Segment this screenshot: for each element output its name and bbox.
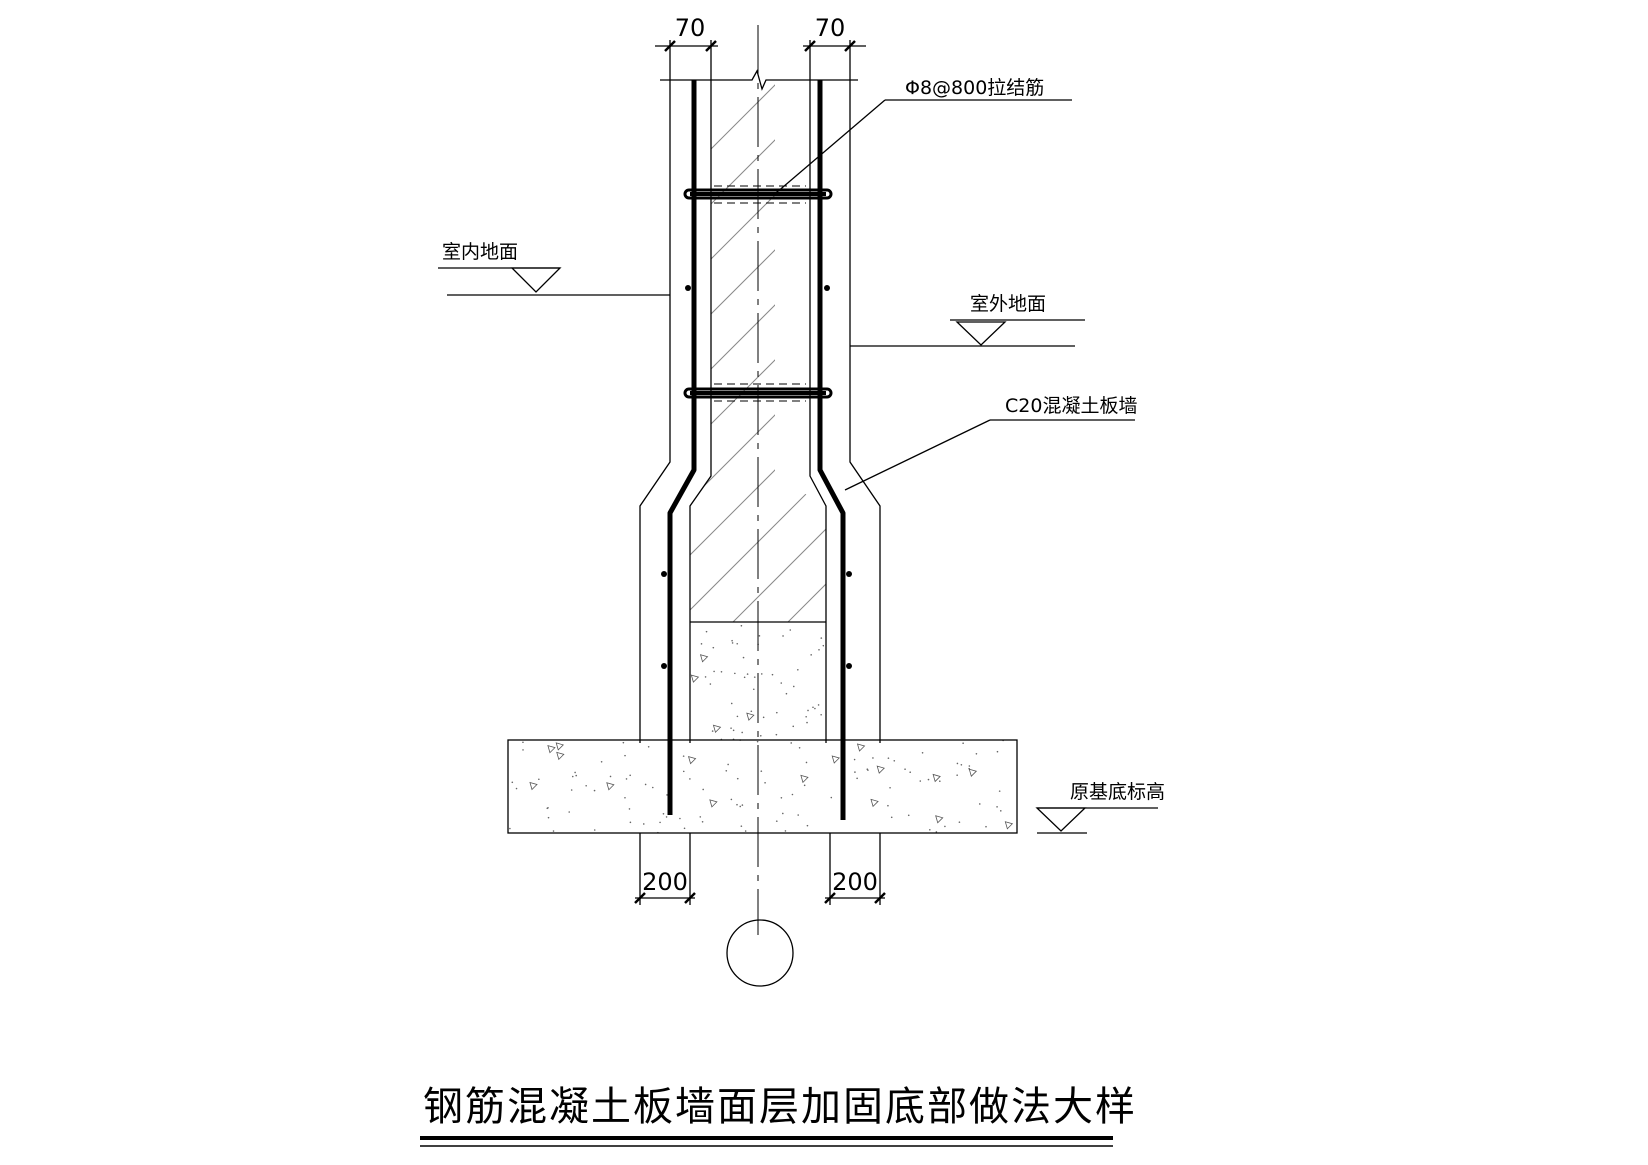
svg-text:C20混凝土板墙: C20混凝土板墙 <box>1005 395 1137 417</box>
base-elevation-mark: 原基底标高 <box>1035 781 1165 834</box>
tie-bar-callout: Φ8@800拉结筋 <box>775 77 1072 194</box>
rebar-dots <box>661 285 852 669</box>
brick-wall-hatch <box>690 83 826 622</box>
svg-text:Φ8@800拉结筋: Φ8@800拉结筋 <box>905 77 1044 99</box>
rebar-right <box>817 80 846 820</box>
wall-outline-right <box>849 80 881 743</box>
rebar-left <box>667 80 697 815</box>
svg-text:室外地面: 室外地面 <box>970 293 1046 315</box>
svg-text:原基底标高: 原基底标高 <box>1070 781 1165 803</box>
svg-text:200: 200 <box>832 868 878 896</box>
concrete-speckle <box>508 625 1017 833</box>
existing-wall-left <box>689 80 712 743</box>
dimension-bottom-left: 200 <box>634 833 696 905</box>
dimension-top-right: 70 <box>803 14 866 80</box>
outdoor-ground-mark: 室外地面 <box>850 293 1085 347</box>
svg-text:70: 70 <box>815 14 846 42</box>
axis-bubble <box>726 919 794 987</box>
indoor-floor-mark: 室内地面 <box>438 241 670 296</box>
tie-bar-lower <box>683 383 833 402</box>
tie-bar-upper <box>683 185 833 204</box>
svg-text:200: 200 <box>642 868 688 896</box>
dimension-bottom-right: 200 <box>824 833 886 905</box>
svg-text:室内地面: 室内地面 <box>442 241 518 263</box>
drawing-title: 钢筋混凝土板墙面层加固底部做法大样 <box>423 1084 1137 1130</box>
break-line <box>660 69 858 91</box>
existing-wall-right <box>809 80 827 743</box>
wall-outline-left <box>639 80 671 743</box>
foundation-footing <box>507 739 1018 834</box>
svg-text:70: 70 <box>675 14 706 42</box>
dimension-top-left: 70 <box>655 14 718 80</box>
wall-callout: C20混凝土板墙 <box>844 395 1137 491</box>
